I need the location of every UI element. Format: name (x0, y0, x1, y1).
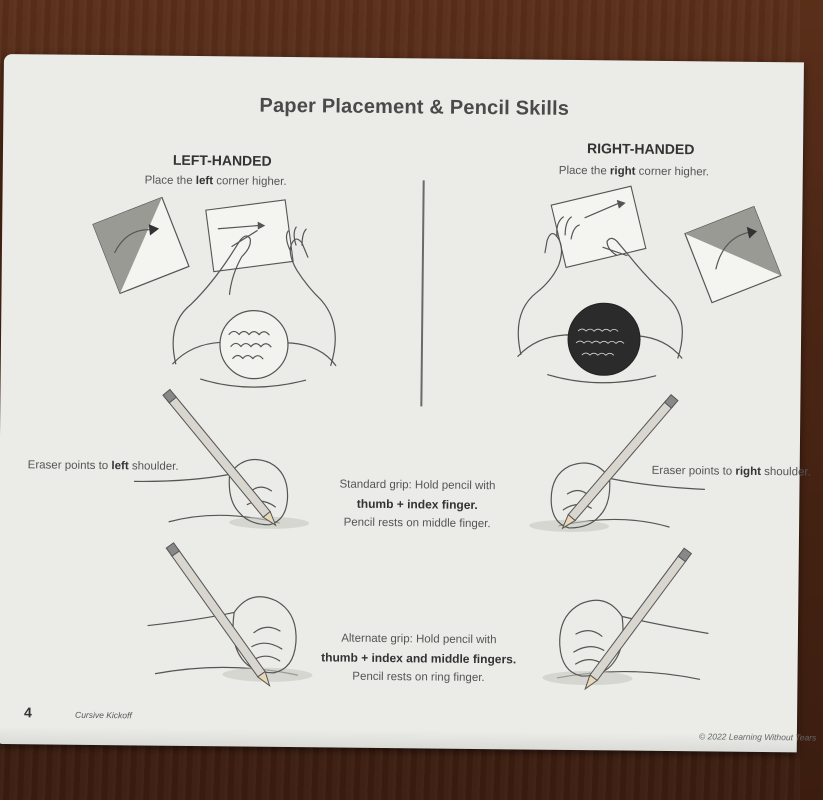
right-handed-instruction: Place the right corner higher. (558, 164, 710, 179)
page-number: 4 (24, 704, 32, 721)
book-title: Cursive Kickoff (75, 709, 132, 721)
page-title: Paper Placement & Pencil Skills (259, 94, 570, 120)
left-handed-heading: LEFT-HANDED (172, 151, 272, 169)
workbook-page: Paper Placement & Pencil Skills LEFT-HAN… (0, 54, 816, 753)
grip-hand-icon (133, 388, 310, 529)
left-handed-instruction: Place the left corner higher. (144, 174, 287, 188)
right-handed-heading: RIGHT-HANDED (586, 140, 695, 158)
grip-hand-icon (542, 547, 709, 691)
paper-right-icon (684, 205, 782, 304)
page-edge-shadow (0, 725, 797, 753)
grip-hand-icon (147, 542, 313, 687)
standard-grip-text: Standard grip: Hold pencil with thumb + … (339, 478, 496, 531)
paper-left-icon (92, 196, 190, 295)
grip-hand-icon (529, 393, 706, 532)
child-left-icon (172, 199, 337, 388)
center-divider (420, 180, 425, 407)
child-right-icon (517, 185, 683, 384)
alternate-grip-text: Alternate grip: Hold pencil with thumb +… (321, 632, 517, 685)
